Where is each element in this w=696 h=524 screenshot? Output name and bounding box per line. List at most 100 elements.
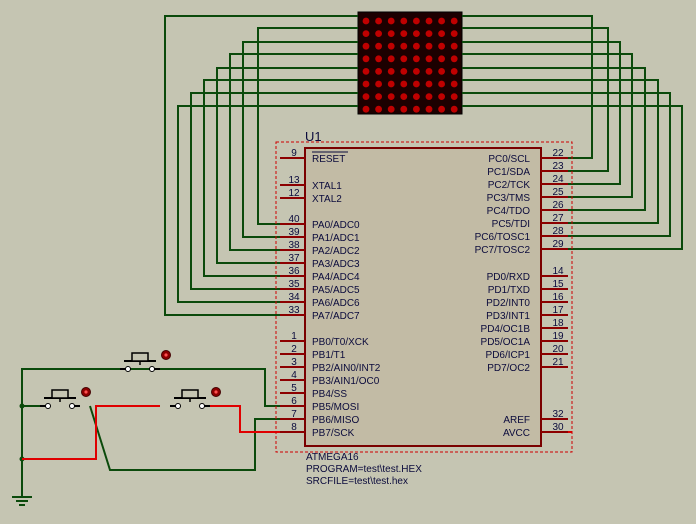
wire-sw bbox=[22, 405, 160, 460]
matrix-wires bbox=[19, 15, 683, 483]
led-dot bbox=[413, 30, 420, 37]
led-dot bbox=[387, 93, 395, 100]
pin-number: 35 bbox=[288, 279, 300, 290]
pin-number: 37 bbox=[288, 253, 300, 264]
led-dot bbox=[425, 30, 433, 37]
wire-sck bbox=[210, 405, 280, 433]
led-dot bbox=[387, 17, 395, 25]
led-dot bbox=[438, 55, 445, 63]
wire-col bbox=[462, 92, 671, 237]
led-dot bbox=[400, 68, 408, 75]
led-dot bbox=[425, 55, 433, 63]
led-dot bbox=[387, 80, 395, 88]
pin-number: 40 bbox=[288, 214, 300, 225]
led-dot bbox=[375, 30, 382, 37]
led-dot bbox=[450, 55, 458, 63]
pin-number: 13 bbox=[288, 175, 300, 186]
right-pins: 22PC0/SCL23PC1/SDA24PC2/TCK25PC3/TMS26PC… bbox=[475, 148, 568, 439]
push-button-1[interactable] bbox=[120, 350, 171, 372]
pin-number: 29 bbox=[552, 239, 564, 250]
atmega16-chip[interactable]: U1 9RESET13XTAL112XTAL240PA0/ADC039PA1/A… bbox=[275, 129, 573, 487]
chip-part: ATMEGA16 bbox=[306, 452, 359, 463]
pin-label: AVCC bbox=[503, 428, 530, 439]
pin-number: 12 bbox=[288, 188, 300, 199]
pin-label: PC0/SCL bbox=[488, 154, 530, 165]
led-dot bbox=[400, 93, 408, 100]
wire-col bbox=[462, 79, 659, 224]
led-dot bbox=[400, 30, 408, 37]
led-dot bbox=[450, 93, 458, 100]
push-button-3[interactable] bbox=[170, 387, 221, 409]
pin-number: 16 bbox=[552, 292, 564, 303]
led-matrix[interactable] bbox=[357, 11, 463, 115]
pin-number: 33 bbox=[288, 305, 300, 316]
wire-row bbox=[190, 92, 358, 290]
pin-number: 3 bbox=[291, 357, 297, 368]
chip-srcfile: SRCFILE=test\test.hex bbox=[306, 476, 408, 487]
led-dot bbox=[450, 17, 458, 25]
junction bbox=[19, 403, 25, 409]
pin-number: 27 bbox=[552, 213, 564, 224]
wire-col bbox=[462, 105, 683, 250]
push-button-2[interactable] bbox=[40, 387, 91, 409]
led-dot bbox=[375, 17, 382, 25]
pin-number: 34 bbox=[288, 292, 300, 303]
ground-symbol bbox=[12, 483, 32, 506]
led-dot bbox=[413, 17, 420, 25]
led-dot bbox=[425, 42, 433, 50]
pin-number: 9 bbox=[291, 148, 297, 159]
push-buttons[interactable] bbox=[40, 350, 221, 409]
pin-number: 38 bbox=[288, 240, 300, 251]
pin-number: 21 bbox=[552, 357, 564, 368]
pin-label: PC7/TOSC2 bbox=[475, 245, 531, 256]
led-dot bbox=[438, 105, 445, 113]
pin-number: 14 bbox=[552, 266, 564, 277]
led-dot bbox=[413, 93, 420, 100]
led-dot bbox=[400, 17, 408, 25]
chip-body bbox=[304, 147, 542, 447]
pin-label: PC4/TDO bbox=[487, 206, 531, 217]
pin-label: XTAL2 bbox=[312, 194, 342, 205]
button-wires bbox=[22, 405, 572, 460]
pin-label: PD5/OC1A bbox=[481, 337, 531, 348]
led-dot bbox=[362, 17, 370, 25]
led-dot bbox=[362, 80, 370, 88]
wire-row bbox=[164, 15, 358, 316]
pin-label: PB5/MOSI bbox=[312, 402, 359, 413]
led-dot bbox=[362, 30, 370, 37]
led-dot bbox=[400, 105, 408, 113]
led-dot bbox=[387, 68, 395, 75]
pin-number: 26 bbox=[552, 200, 564, 211]
pin-label: PB1/T1 bbox=[312, 350, 346, 361]
pin-number: 17 bbox=[552, 305, 564, 316]
pin-number: 20 bbox=[552, 344, 564, 355]
pin-label: PD7/OC2 bbox=[487, 363, 530, 374]
pin-number: 15 bbox=[552, 279, 564, 290]
led-dot bbox=[413, 80, 420, 88]
pin-number: 22 bbox=[552, 148, 564, 159]
wire-row bbox=[216, 67, 358, 264]
chip-program: PROGRAM=test\test.HEX bbox=[306, 464, 422, 475]
wire-col bbox=[462, 67, 646, 211]
led-dot bbox=[375, 55, 382, 63]
led-dot bbox=[375, 42, 382, 50]
led-dot bbox=[375, 80, 382, 88]
wire-row bbox=[242, 41, 358, 238]
led-dot bbox=[450, 68, 458, 75]
pin-label: PB4/SS bbox=[312, 389, 347, 400]
led-dot bbox=[413, 68, 420, 75]
matrix-body bbox=[357, 11, 463, 115]
pin-label: PA7/ADC7 bbox=[312, 311, 360, 322]
pin-label: PC5/TDI bbox=[492, 219, 530, 230]
pin-number: 1 bbox=[291, 331, 297, 342]
pin-label: PD0/RXD bbox=[487, 272, 530, 283]
pin-label: PA6/ADC6 bbox=[312, 298, 360, 309]
led-dot bbox=[450, 42, 458, 50]
led-dot bbox=[425, 105, 433, 113]
led-dot bbox=[425, 68, 433, 75]
led-dot bbox=[438, 42, 445, 50]
wire-row bbox=[257, 27, 358, 225]
left-pins: 9RESET13XTAL112XTAL240PA0/ADC039PA1/ADC1… bbox=[280, 148, 381, 439]
pin-label: PA1/ADC1 bbox=[312, 233, 360, 244]
